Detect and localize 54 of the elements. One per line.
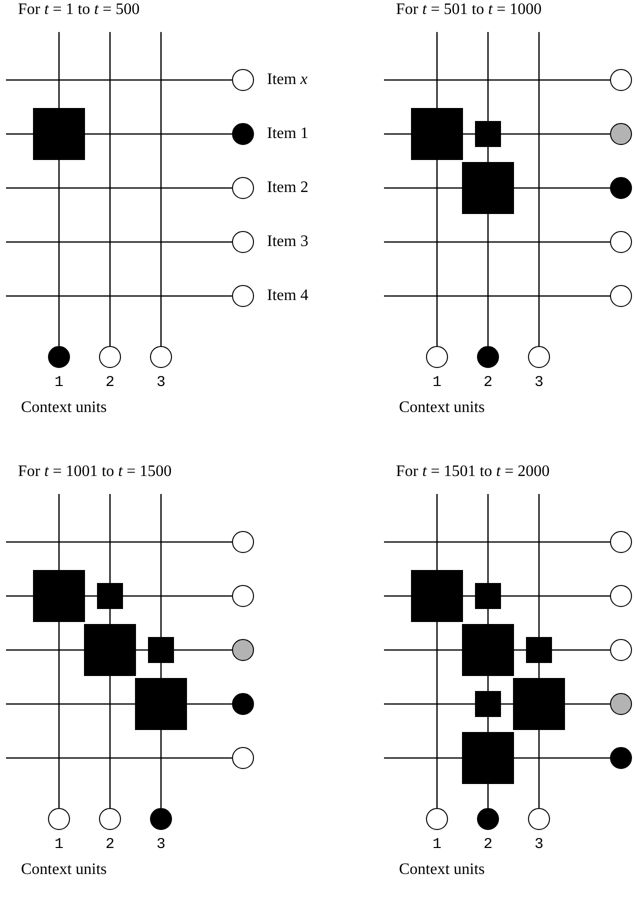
- weight-square: [513, 678, 565, 730]
- unit-number: 3: [155, 835, 166, 855]
- connection-line: [6, 79, 232, 81]
- weight-square: [33, 570, 85, 622]
- connection-line: [384, 541, 610, 543]
- weight-square: [475, 121, 501, 147]
- unit-number: 3: [155, 373, 166, 393]
- item-label: Item 4: [267, 286, 308, 306]
- connection-line: [384, 79, 610, 81]
- weight-square: [462, 732, 514, 784]
- weight-square: [84, 624, 136, 676]
- weight-square: [97, 583, 123, 609]
- weight-square: [526, 637, 552, 663]
- unit-number: 2: [104, 373, 116, 393]
- weight-square: [462, 624, 514, 676]
- weight-square: [135, 678, 187, 730]
- panel-title: For t = 1501 to t = 2000: [396, 462, 550, 482]
- item-label: Item 2: [267, 178, 308, 198]
- connection-line: [6, 541, 232, 543]
- unit-number: 1: [53, 373, 64, 393]
- unit-number: 3: [533, 835, 544, 855]
- axis-label: Context units: [21, 398, 107, 418]
- weight-square: [33, 108, 85, 160]
- panel-title: For t = 1 to t = 500: [18, 0, 140, 20]
- weight-square: [411, 108, 463, 160]
- unit-number: 3: [533, 373, 544, 393]
- connection-line: [384, 295, 610, 297]
- item-label: Item x: [267, 70, 308, 90]
- connection-line: [538, 32, 540, 346]
- axis-label: Context units: [399, 860, 485, 880]
- unit-number: 2: [482, 835, 494, 855]
- unit-number: 1: [431, 373, 442, 393]
- weight-square: [462, 162, 514, 214]
- unit-number: 2: [104, 835, 116, 855]
- weight-square: [475, 583, 501, 609]
- connection-line: [6, 757, 232, 759]
- connection-line: [6, 295, 232, 297]
- weight-square: [148, 637, 174, 663]
- connection-line: [160, 32, 162, 346]
- unit-number: 1: [431, 835, 442, 855]
- weight-square: [475, 691, 501, 717]
- connection-line: [6, 241, 232, 243]
- connection-line: [6, 187, 232, 189]
- panel-title: For t = 1001 to t = 1500: [18, 462, 172, 482]
- weight-square: [411, 570, 463, 622]
- axis-label: Context units: [21, 860, 107, 880]
- item-label: Item 3: [267, 232, 308, 252]
- unit-number: 1: [53, 835, 64, 855]
- axis-label: Context units: [399, 398, 485, 418]
- connection-line: [109, 32, 111, 346]
- panel-title: For t = 501 to t = 1000: [396, 0, 542, 20]
- connection-line: [384, 241, 610, 243]
- unit-number: 2: [482, 373, 494, 393]
- item-label: Item 1: [267, 124, 308, 144]
